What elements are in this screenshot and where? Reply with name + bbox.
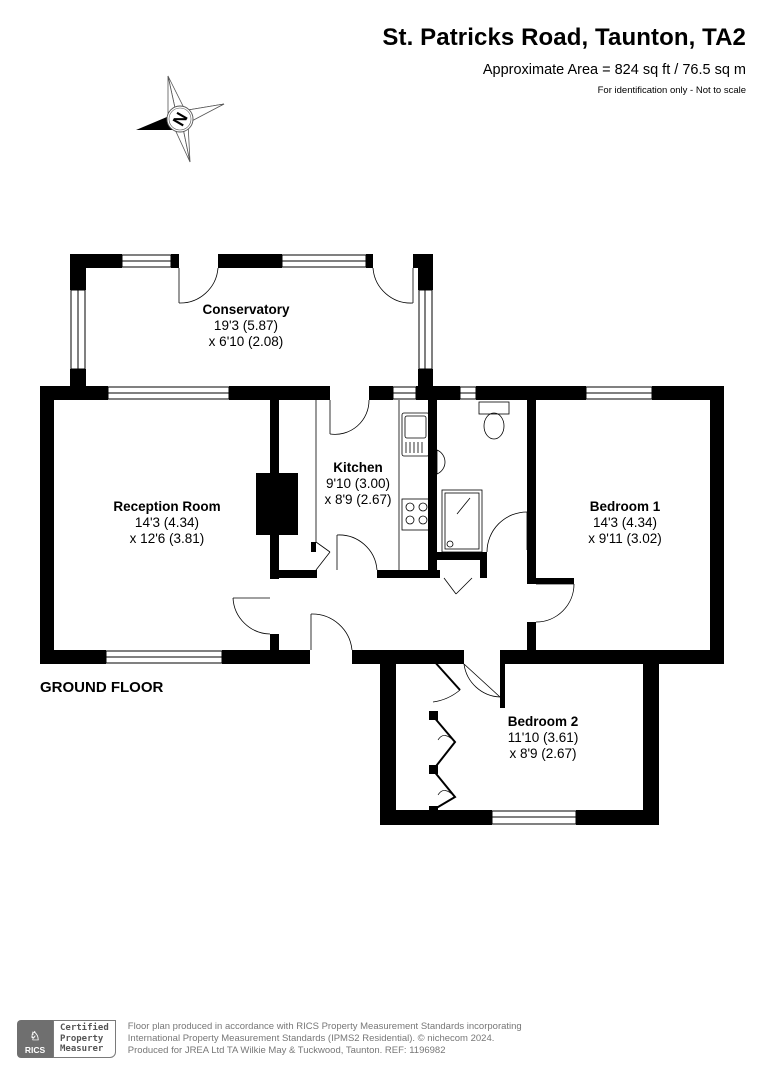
- room-dimension: x 8'9 (2.67): [324, 492, 392, 507]
- property-title: St. Patricks Road, Taunton, TA2: [382, 24, 746, 51]
- hob-icon: [401, 498, 434, 531]
- kitchen-sink-icon: [401, 412, 430, 457]
- badge-line: Certified: [60, 1023, 109, 1034]
- rics-logo-text: RICS: [24, 1045, 46, 1055]
- shower-icon: [441, 489, 483, 553]
- basin-icon: [436, 449, 446, 475]
- room-label-bedroom-1: Bedroom 1 14'3 (4.34) x 9'11 (3.02): [588, 499, 662, 547]
- doors: [178, 267, 575, 811]
- windows: [70, 254, 653, 825]
- room-name: Conservatory: [202, 302, 290, 317]
- room-dimension: 9'10 (3.00): [325, 476, 391, 491]
- room-dimension: x 9'11 (3.02): [588, 531, 662, 546]
- rics-logo: ♘ RICS: [17, 1020, 53, 1058]
- room-dimension: 14'3 (4.34): [592, 515, 658, 530]
- room-dimension: 11'10 (3.61): [507, 730, 579, 745]
- north-arrow-compass-icon: N: [136, 75, 225, 163]
- fixtures: [315, 400, 510, 570]
- room-label-bedroom-2: Bedroom 2 11'10 (3.61) x 8'9 (2.67): [508, 714, 579, 762]
- room-label-conservatory: Conservatory 19'3 (5.87) x 6'10 (2.08): [202, 302, 289, 350]
- footer-line: Floor plan produced in accordance with R…: [127, 1021, 522, 1032]
- footer-line: International Property Measurement Stand…: [127, 1033, 495, 1044]
- walls: [40, 254, 724, 825]
- room-name: Bedroom 2: [507, 714, 579, 729]
- footer: ♘ RICS Certified Property Measurer Floor…: [17, 1020, 522, 1058]
- certified-measurer-badge: Certified Property Measurer: [53, 1020, 116, 1058]
- badge-line: Measurer: [60, 1044, 104, 1055]
- room-dimension: 14'3 (4.34): [134, 515, 200, 530]
- badge-line: Property: [60, 1033, 104, 1044]
- footer-text: Floor plan produced in accordance with R…: [128, 1021, 522, 1057]
- room-name: Kitchen: [333, 460, 383, 475]
- room-dimension: x 12'6 (3.81): [129, 531, 205, 546]
- footer-line: Produced for JREA Ltd TA Wilkie May & Tu…: [127, 1045, 446, 1056]
- disclaimer: For identification only - Not to scale: [597, 85, 746, 96]
- room-name: Bedroom 1: [589, 499, 661, 514]
- approximate-area: Approximate Area = 824 sq ft / 76.5 sq m: [482, 62, 746, 78]
- room-dimension: x 6'10 (2.08): [208, 334, 284, 349]
- room-label-reception-room: Reception Room 14'3 (4.34) x 12'6 (3.81): [113, 499, 220, 547]
- room-label-kitchen: Kitchen 9'10 (3.00) x 8'9 (2.67): [324, 460, 391, 508]
- room-dimension: 19'3 (5.87): [213, 318, 279, 333]
- toilet-icon: [478, 401, 510, 415]
- floor-label: GROUND FLOOR: [40, 679, 164, 696]
- room-name: Reception Room: [113, 499, 221, 514]
- lion-icon: ♘: [29, 1029, 41, 1043]
- room-dimension: x 8'9 (2.67): [509, 746, 577, 761]
